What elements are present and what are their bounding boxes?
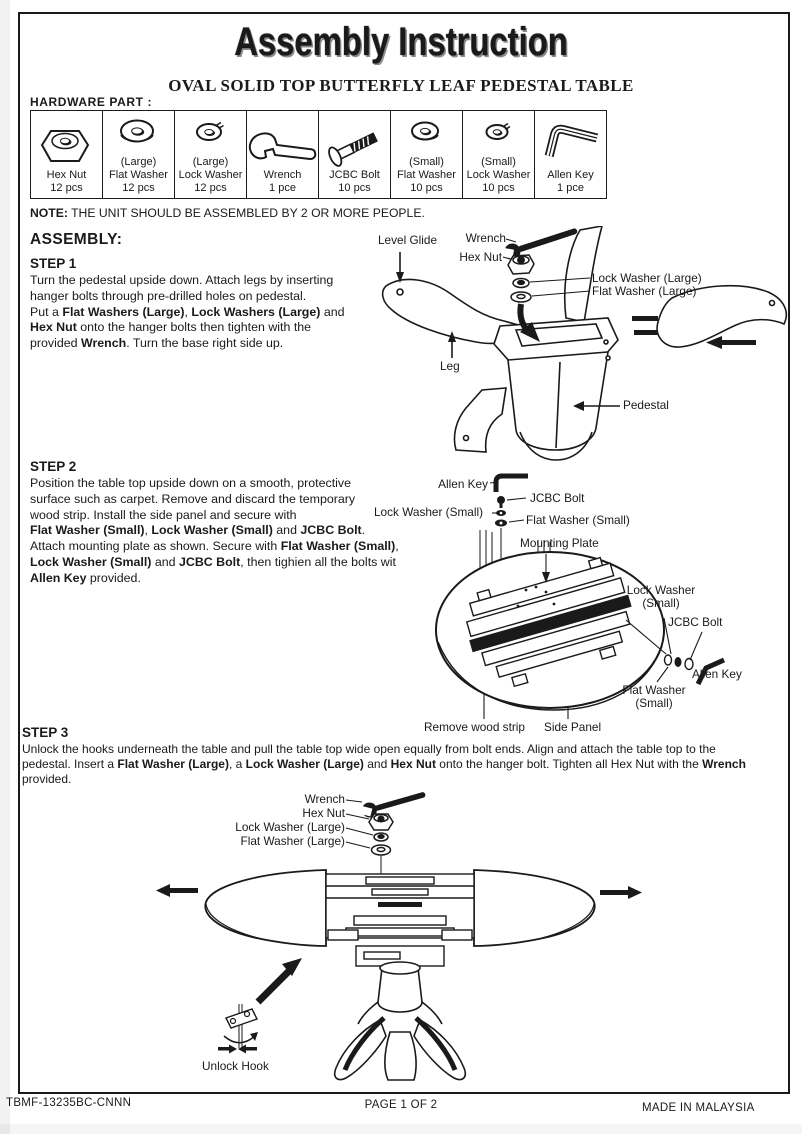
step3-illustration	[156, 792, 642, 1081]
hw-size: (Large)	[192, 156, 229, 169]
step2-label-flat-washer-small-right: Flat Washer (Small)	[622, 683, 686, 711]
footer-page-number: PAGE 1 OF 2	[364, 1099, 438, 1111]
step2-label-flat-washer-small: Flat Washer (Small)	[526, 513, 630, 527]
hw-qty: 1 pce	[269, 182, 296, 195]
step2-body: Position the table top upside down on a …	[30, 476, 399, 585]
allen-key-icon	[544, 124, 598, 158]
hw-name: Lock Washer	[466, 169, 531, 182]
step2-label-lock-washer-small: Lock Washer (Small)	[374, 505, 484, 519]
hw-name: JCBC Bolt	[329, 169, 380, 182]
footer-model-number: TBMF-13235BC-CNNN	[6, 1097, 132, 1109]
step3-label-unlock-hook: Unlock Hook	[202, 1059, 269, 1073]
hw-name: Hex Nut	[46, 169, 87, 182]
hardware-cell-flat-washer-small: (Small) Flat Washer 10 pcs	[390, 110, 463, 199]
hw-qty: 1 pce	[557, 182, 584, 195]
note-label: NOTE:	[30, 206, 68, 220]
step2-label-allen-key: Allen Key	[438, 477, 488, 491]
page-subtitle: OVAL SOLID TOP BUTTERFLY LEAF PEDESTAL T…	[168, 76, 634, 95]
hw-qty: 12 pcs	[122, 182, 155, 195]
hw-qty: 10 pcs	[338, 182, 371, 195]
step2-diagram: Allen Key JCBC Bolt Lock Washer (Small) …	[368, 470, 798, 742]
wrench-icon	[248, 132, 316, 161]
hw-name: Flat Washer	[109, 169, 168, 182]
hw-qty: 10 pcs	[482, 182, 515, 195]
step3-heading: STEP 3	[22, 725, 69, 740]
hw-size: (Small)	[409, 156, 444, 169]
step3-body: Unlock the hooks underneath the table an…	[22, 742, 746, 787]
step2-label-jcbc-bolt: JCBC Bolt	[530, 491, 585, 505]
lock-washer-large-icon	[195, 121, 224, 142]
assembly-heading: ASSEMBLY:	[30, 231, 123, 248]
step2-label-lock-washer-small-right: Lock Washer (Small)	[626, 583, 696, 611]
step1-heading: STEP 1	[30, 256, 77, 271]
jcbc-bolt-icon	[327, 132, 378, 167]
step1-label-flat-washer-large: Flat Washer (Large)	[592, 284, 697, 298]
hardware-cell-flat-washer-large: (Large) Flat Washer 12 pcs	[102, 110, 175, 199]
step3-diagram: Wrench Hex Nut Lock Washer (Large) Flat …	[140, 790, 660, 1085]
hardware-cell-lock-washer-large: (Large) Lock Washer 12 pcs	[174, 110, 247, 199]
hw-name: Allen Key	[547, 169, 594, 182]
step2-label-mounting-plate: Mounting Plate	[520, 536, 599, 550]
step1-label-wrench: Wrench	[465, 231, 506, 245]
hw-size: (Small)	[481, 156, 516, 169]
step3-label-lock-washer-large: Lock Washer (Large)	[235, 820, 345, 834]
step3-label-hex-nut: Hex Nut	[302, 806, 345, 820]
step2-label-jcbc-bolt-right: JCBC Bolt	[668, 615, 723, 629]
note-text: THE UNIT SHOULD BE ASSEMBLED BY 2 OR MOR…	[67, 206, 425, 220]
footer-origin: MADE IN MALAYSIA	[642, 1102, 755, 1114]
hw-size: (Large)	[120, 156, 157, 169]
hw-name: Lock Washer	[178, 169, 243, 182]
page-border-frame	[18, 12, 790, 1094]
hw-name: Wrench	[263, 169, 302, 182]
hardware-cell-hex-nut: Hex Nut 12 pcs	[30, 110, 103, 199]
scan-edge-bottom	[0, 1124, 802, 1134]
hardware-cell-wrench: Wrench 1 pce	[246, 110, 319, 199]
note-line: NOTE: THE UNIT SHOULD BE ASSEMBLED BY 2 …	[30, 206, 425, 220]
step2-label-allen-key-right: Allen Key	[692, 667, 742, 681]
hardware-cell-allen-key: Allen Key 1 pce	[534, 110, 607, 199]
lock-washer-small-icon	[485, 122, 510, 141]
step1-diagram: Level Glide Wrench Hex Nut Lock Washer (…	[370, 226, 795, 466]
step3-label-wrench: Wrench	[304, 792, 345, 806]
step1-label-pedestal: Pedestal	[623, 398, 669, 412]
page-title: Assembly Instruction	[234, 20, 568, 64]
step1-label-level-glide: Level Glide	[378, 233, 438, 247]
step3-label-flat-washer-large: Flat Washer (Large)	[240, 834, 345, 848]
flat-washer-large-icon	[119, 119, 154, 143]
step2-label-side-panel: Side Panel	[544, 720, 602, 734]
hardware-cell-jcbc-bolt: JCBC Bolt 10 pcs	[318, 110, 391, 199]
step1-label-leg: Leg	[440, 359, 460, 373]
hardware-table: Hex Nut 12 pcs (Large) Flat Washer 12 pc…	[30, 110, 607, 199]
step1-illustration	[381, 226, 788, 461]
step1-body: Turn the pedestal upside down. Attach le…	[30, 273, 345, 350]
hw-qty: 12 pcs	[194, 182, 227, 195]
hardware-cell-lock-washer-small: (Small) Lock Washer 10 pcs	[462, 110, 535, 199]
hardware-heading: HARDWARE PART :	[30, 95, 153, 109]
step1-label-hex-nut: Hex Nut	[459, 250, 502, 264]
hex-nut-icon	[40, 130, 89, 163]
flat-washer-small-icon	[410, 121, 439, 141]
hw-name: Flat Washer	[397, 169, 456, 182]
step2-illustration	[435, 473, 726, 719]
step1-label-lock-washer-large: Lock Washer (Large)	[592, 271, 702, 285]
step2-heading: STEP 2	[30, 459, 77, 474]
scan-edge-left	[0, 0, 10, 1134]
step2-label-remove-wood-strip: Remove wood strip	[424, 720, 525, 734]
hw-qty: 12 pcs	[50, 182, 83, 195]
hw-qty: 10 pcs	[410, 182, 443, 195]
